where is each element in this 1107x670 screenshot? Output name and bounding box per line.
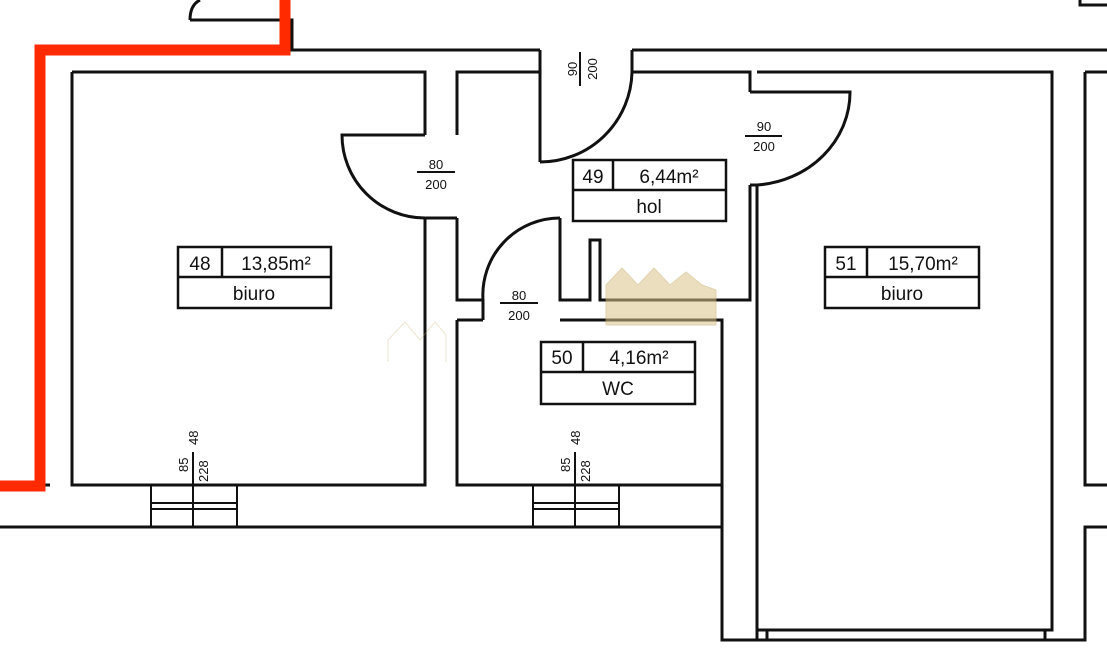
window-room-50: 85 228 48 (532, 431, 620, 528)
door-entrance: 90 200 (539, 52, 634, 164)
room-area: 6,44m² (639, 167, 698, 188)
room-number: 48 (189, 254, 210, 275)
room-name: biuro (233, 284, 275, 305)
window-height: 228 (196, 460, 211, 482)
room-number: 51 (835, 254, 856, 275)
room-name: hol (636, 197, 661, 218)
room-area: 13,85m² (241, 254, 311, 275)
room-label-49: 49 6,44m² hol (571, 158, 728, 223)
room-label-48: 48 13,85m² biuro (176, 245, 333, 310)
door-width: 80 (512, 288, 526, 303)
window-sill: 85 (558, 458, 573, 472)
window-sill: 85 (176, 458, 191, 472)
door-room-50: 80 200 (481, 216, 561, 323)
walls (0, 0, 1107, 642)
room-name: biuro (881, 284, 923, 305)
window-top: 48 (186, 431, 201, 445)
door-height: 200 (425, 177, 447, 192)
room-area: 4,16m² (609, 348, 668, 369)
unit-boundary-line (0, 0, 291, 492)
room-label-51: 51 15,70m² biuro (823, 245, 981, 310)
room-number: 49 (582, 167, 603, 188)
door-room-51: 90 200 (745, 90, 852, 187)
door-width: 90 (565, 62, 580, 76)
door-height: 200 (508, 308, 530, 323)
room-number: 50 (551, 348, 572, 369)
door-room-48: 80 200 (340, 133, 457, 220)
door-width: 90 (757, 119, 771, 134)
door-height: 200 (753, 139, 775, 154)
door-width: 80 (429, 157, 443, 172)
watermark-logo-icon (387, 267, 717, 362)
window-height: 228 (578, 460, 593, 482)
room-name: WC (602, 379, 634, 400)
window-room-48: 85 228 48 (150, 431, 238, 528)
door-height: 200 (585, 58, 600, 80)
room-label-50: 50 4,16m² WC (539, 340, 697, 406)
window-top: 48 (568, 431, 583, 445)
room-area: 15,70m² (888, 254, 958, 275)
